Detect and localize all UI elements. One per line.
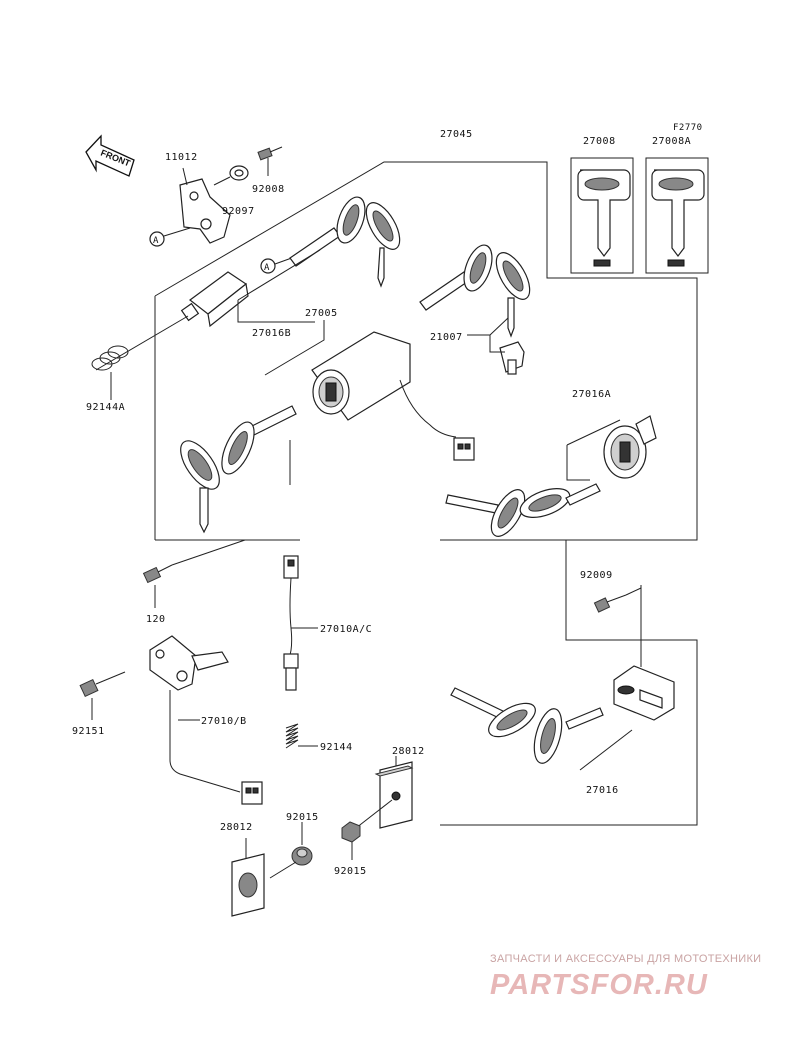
keys-21007 bbox=[419, 244, 531, 375]
nut-92015-left bbox=[269, 822, 313, 879]
screw-92009 bbox=[593, 587, 642, 613]
label-92009: 92009 bbox=[580, 570, 613, 581]
label-27016: 27016 bbox=[586, 785, 619, 796]
marker-a-1: A bbox=[149, 227, 191, 247]
label-27008A: 27008A bbox=[652, 136, 691, 147]
seat-lock-27016B bbox=[95, 271, 315, 371]
label-28012-right: 28012 bbox=[392, 746, 425, 757]
label-27005: 27005 bbox=[305, 308, 338, 319]
label-92144: 92144 bbox=[320, 742, 353, 753]
label-92144A: 92144A bbox=[86, 402, 125, 413]
label-27010AC: 27010A/C bbox=[320, 624, 372, 635]
ref-code: F2770 bbox=[673, 123, 703, 133]
key-box-27008 bbox=[570, 157, 634, 274]
marker-a-2: A bbox=[260, 254, 301, 274]
harness-27010AC bbox=[283, 555, 318, 691]
label-92015-top: 92015 bbox=[286, 812, 319, 823]
label-11012: 11012 bbox=[165, 152, 198, 163]
label-27008: 27008 bbox=[583, 136, 616, 147]
main-set-frame bbox=[154, 161, 698, 826]
label-28012-left: 28012 bbox=[220, 822, 253, 833]
label-92151: 92151 bbox=[72, 726, 105, 737]
svg-text:A: A bbox=[153, 236, 159, 246]
bolt-92151 bbox=[79, 671, 126, 720]
pad-28012-left bbox=[231, 838, 265, 917]
pad-28012-right bbox=[355, 756, 414, 829]
switch-27010B bbox=[149, 635, 263, 805]
lock-27016A bbox=[566, 415, 657, 481]
watermark-tagline: ЗАПЧАСТИ И АКСЕССУАРЫ ДЛЯ МОТОТЕХНИКИ bbox=[490, 953, 761, 965]
label-27016A: 27016A bbox=[572, 389, 611, 400]
ignition-switch-27005 bbox=[264, 320, 475, 461]
svg-text:A: A bbox=[264, 263, 270, 273]
washer-92097 bbox=[213, 165, 249, 186]
key-pair-left bbox=[180, 405, 297, 534]
bolt-92008 bbox=[257, 146, 283, 176]
spring-92144A bbox=[91, 345, 129, 400]
key-pair-right bbox=[445, 483, 601, 537]
label-92097: 92097 bbox=[222, 206, 255, 217]
label-92008: 92008 bbox=[252, 184, 285, 195]
bracket-11012 bbox=[179, 167, 231, 244]
front-arrow-icon: FRONT bbox=[85, 134, 135, 177]
label-21007: 21007 bbox=[430, 332, 463, 343]
label-27010B: 27010/B bbox=[201, 716, 247, 727]
key-pair-top bbox=[237, 196, 401, 301]
label-120: 120 bbox=[146, 614, 166, 625]
label-27045: 27045 bbox=[440, 129, 473, 140]
label-27016B: 27016B bbox=[252, 328, 291, 339]
label-92015-bottom: 92015 bbox=[334, 866, 367, 877]
spring-92144 bbox=[285, 723, 318, 749]
key-box-27008A bbox=[645, 157, 709, 274]
lock-27016 bbox=[613, 585, 675, 721]
nut-92015-right bbox=[341, 821, 361, 860]
watermark-logo: PARTSFOR.RU bbox=[490, 969, 708, 1001]
key-pair-bottom bbox=[450, 687, 633, 771]
bolt-120 bbox=[142, 539, 246, 608]
